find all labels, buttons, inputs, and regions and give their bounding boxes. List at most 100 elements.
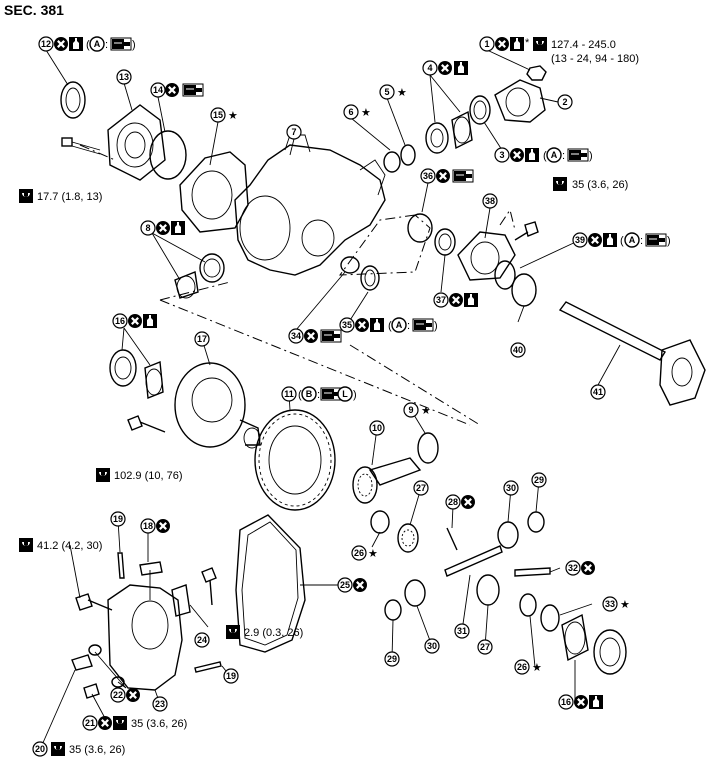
svg-text:12: 12 [41, 39, 51, 49]
callout-3: 3 [494, 147, 510, 163]
callout-2: 2 [557, 94, 573, 110]
callout-19-lower: 19 [223, 668, 239, 684]
part-plate-24 [171, 584, 191, 617]
x-circle-icon [124, 686, 142, 704]
sealant-tube-icon [320, 329, 342, 343]
callout-16-left: 16 [112, 313, 128, 329]
svg-text:11: 11 [284, 389, 294, 399]
part-side-gear-27-lower [476, 574, 500, 606]
x-circle-icon [52, 35, 70, 53]
torque-spec-13: 17.7 (1.8, 13) [37, 191, 102, 203]
callout-27-lower: 27 [477, 639, 493, 655]
x-circle-icon [96, 714, 114, 732]
part-thrust-washer-29-upper [527, 511, 545, 533]
callout-22: 22 [110, 687, 126, 703]
callout-14: 14 [150, 82, 166, 98]
callout-16-right: 16 [558, 694, 574, 710]
svg-text:2: 2 [562, 97, 567, 107]
torque-wrench-icon [533, 37, 547, 51]
svg-text:): ) [353, 389, 357, 401]
part-gasket-15 [179, 151, 249, 233]
torque-wrench-icon [19, 189, 33, 203]
svg-text:16: 16 [115, 316, 125, 326]
callout-10: 10 [369, 420, 385, 436]
svg-text:7: 7 [291, 127, 296, 137]
part-bearing-37 [434, 228, 456, 256]
part-bearing-4 [425, 110, 473, 154]
svg-text:): ) [434, 320, 438, 332]
callout-28: 28 [445, 494, 461, 510]
torque-spec-cover: 41.2 (4.2, 30) [37, 540, 102, 552]
part-shim-36 [407, 213, 433, 243]
part-differential-case-17 [174, 362, 261, 449]
part-side-gear-27-upper [397, 523, 419, 553]
svg-text:29: 29 [387, 654, 397, 664]
svg-text::: : [640, 235, 643, 247]
svg-text:30: 30 [506, 483, 516, 493]
sealant-tube-icon [567, 148, 589, 162]
part-gasket-25 [235, 514, 306, 653]
svg-text:26: 26 [354, 548, 364, 558]
assembly-boundary-line [159, 214, 481, 426]
part-filler-plug-20 [71, 654, 93, 671]
callout-21: 21 [82, 715, 98, 731]
svg-text:8: 8 [145, 223, 150, 233]
torque-wrench-icon [553, 177, 567, 191]
svg-text:6: 6 [348, 107, 353, 117]
grease-can-icon [464, 293, 478, 307]
svg-text:22: 22 [113, 690, 123, 700]
svg-text:3: 3 [499, 150, 504, 160]
svg-text:21: 21 [85, 718, 95, 728]
svg-text:17: 17 [197, 334, 207, 344]
part-gasket-22a [88, 644, 102, 656]
callout-20: 20 [32, 741, 48, 757]
svg-text:14: 14 [153, 85, 163, 95]
callout-18: 18 [140, 518, 156, 534]
x-circle-icon [353, 316, 371, 334]
part-shim-14 [149, 130, 187, 180]
svg-text:32: 32 [568, 563, 578, 573]
svg-text:25: 25 [340, 580, 350, 590]
callout-6: 6 [343, 104, 359, 120]
grease-can-icon [589, 695, 603, 709]
x-circle-icon [459, 493, 477, 511]
svg-text:40: 40 [513, 345, 523, 355]
svg-text:19: 19 [113, 514, 123, 524]
svg-text::: : [105, 39, 108, 51]
callout-12: 12 [38, 36, 54, 52]
callout-41: 41 [590, 384, 606, 400]
callout-26-right: 26 [514, 659, 530, 675]
callout-38: 38 [482, 193, 498, 209]
svg-text:35: 35 [342, 320, 352, 330]
star-mark: ★ [368, 548, 378, 560]
x-circle-icon [154, 219, 172, 237]
callout-29-upper: 29 [531, 472, 547, 488]
part-oil-seal-3 [469, 95, 491, 125]
x-circle-icon [586, 231, 604, 249]
callout-1: 1 [479, 36, 495, 52]
callout-37: 37 [433, 292, 449, 308]
callout-36: 36 [420, 168, 436, 184]
svg-text:10: 10 [372, 423, 382, 433]
part-bolt-38 [514, 221, 539, 241]
svg-text:): ) [667, 235, 671, 247]
part-spacer-5 [400, 144, 416, 166]
star-mark: ★ [421, 405, 431, 417]
callout-11: 11 [281, 386, 297, 402]
paren-open: ( [86, 39, 90, 51]
svg-text:26: 26 [517, 662, 527, 672]
svg-text:27: 27 [480, 642, 490, 652]
callout-23: 23 [152, 696, 168, 712]
part-companion-flange-2 [494, 79, 546, 123]
callout-17: 17 [194, 331, 210, 347]
svg-text:L: L [342, 389, 348, 399]
torque-spec-20: 35 (3.6, 26) [69, 744, 125, 756]
part-lock-pin-28 [446, 527, 458, 551]
part-o-ring-34 [340, 256, 360, 274]
svg-text:28: 28 [448, 497, 458, 507]
part-bearing-40 [511, 273, 537, 307]
callout-29-lower: 29 [384, 651, 400, 667]
part-oil-seal-35 [360, 265, 380, 291]
grease-can-icon [143, 314, 157, 328]
